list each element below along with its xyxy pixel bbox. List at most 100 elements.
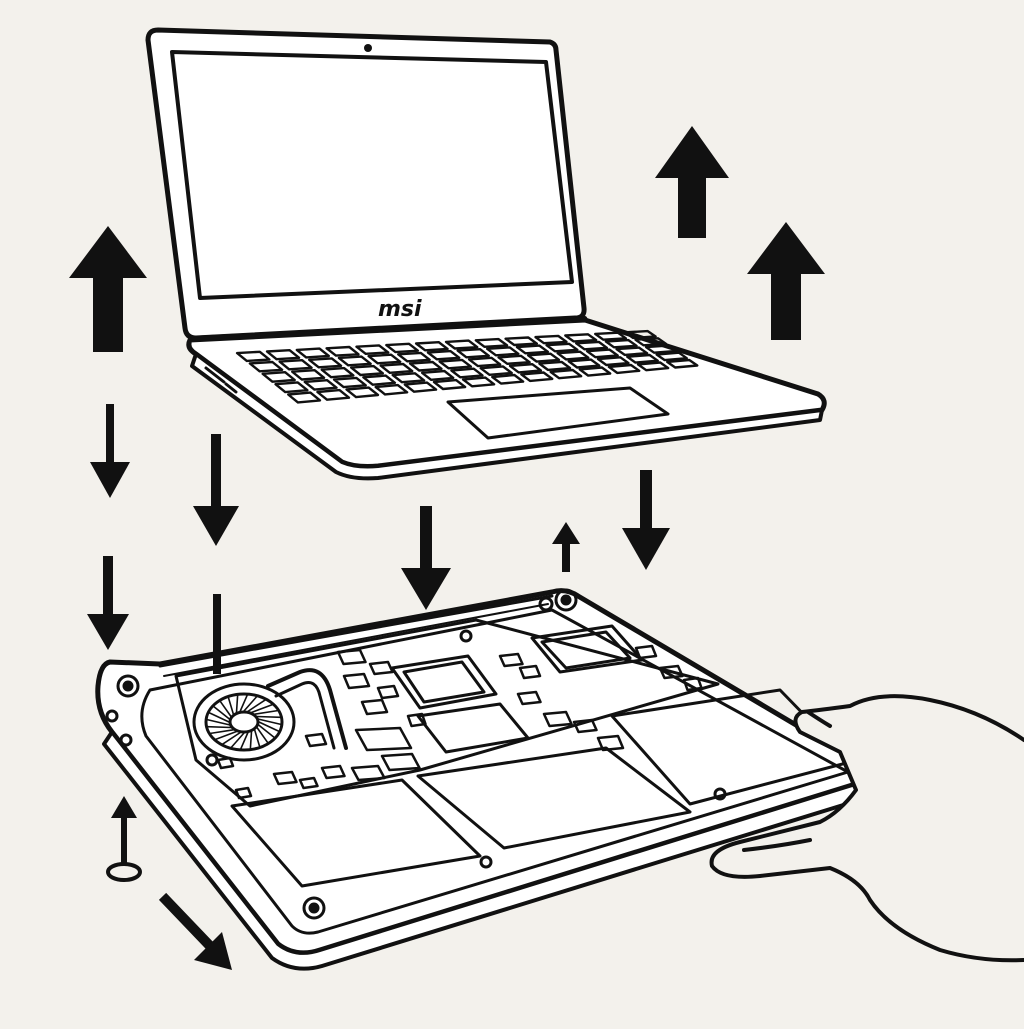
fan-blade	[249, 730, 253, 750]
fan-blade	[219, 700, 232, 718]
fan-blade	[256, 726, 269, 744]
down-arrow-head	[193, 506, 239, 546]
chip	[518, 664, 542, 680]
fan-blade	[227, 696, 235, 716]
keyboard-key	[350, 364, 384, 377]
keyboard-key	[534, 334, 568, 345]
keyboard-key	[545, 342, 579, 353]
down-arrow-shaft	[640, 470, 652, 528]
gpu-chip	[416, 702, 530, 754]
up-arrow-head	[747, 222, 825, 274]
keyboard-key	[486, 346, 520, 357]
keyboard-key	[578, 366, 612, 377]
screw-icon-shank	[121, 852, 127, 866]
chip	[634, 644, 658, 660]
chip	[572, 718, 598, 734]
keyboard-key	[479, 365, 513, 376]
keyboard-key	[538, 360, 572, 372]
up-arrow-shaft	[562, 544, 570, 572]
cooling-fan	[192, 682, 296, 762]
laptop-base-edge	[190, 352, 824, 481]
side-port	[119, 733, 133, 747]
screw	[302, 896, 326, 920]
keyboard-key	[367, 353, 402, 365]
up-arrow-shaft	[771, 274, 801, 340]
keyboard-key	[564, 333, 598, 343]
keyboard-key	[391, 372, 426, 384]
chip	[272, 770, 298, 786]
brand-logo: msi	[378, 297, 422, 322]
motherboard-area	[174, 618, 720, 808]
fan-blade	[258, 721, 280, 733]
fan-blade	[257, 724, 276, 739]
heat-pipe	[266, 668, 348, 750]
chip	[342, 672, 371, 690]
chip	[304, 732, 328, 748]
fan-blade	[208, 711, 230, 723]
keyboard-key	[320, 366, 355, 379]
fan-blade	[243, 695, 258, 712]
keyboard-key	[385, 342, 420, 354]
fan-blade	[250, 703, 274, 714]
laptop-screen	[170, 50, 574, 300]
webcam-icon	[364, 44, 372, 52]
fan-blade	[206, 718, 231, 726]
fan-blade	[256, 715, 282, 719]
keyboard-key	[432, 378, 467, 391]
chip	[380, 752, 421, 772]
keyboard	[235, 329, 699, 404]
keyboard-key	[345, 386, 380, 399]
keyboard-key	[497, 354, 531, 365]
chip	[498, 652, 524, 668]
ram-module	[530, 624, 644, 674]
side-port	[224, 382, 238, 394]
chip	[320, 764, 346, 780]
down-arrow-head	[401, 568, 451, 610]
keyboard-key	[274, 381, 309, 394]
mounting-screws	[116, 588, 727, 920]
fan-blade	[253, 709, 279, 716]
small-components	[216, 644, 703, 800]
down-arrow-shaft	[420, 506, 432, 568]
side-port	[105, 709, 119, 723]
keyboard-key	[575, 340, 609, 351]
laptop-upper-assembly: msi	[145, 27, 827, 481]
up-arrow-head	[69, 226, 147, 278]
laptop-bottom-chassis	[95, 588, 870, 971]
up-arrow-shaft	[93, 278, 123, 352]
keyboard-key	[556, 350, 590, 361]
hand	[709, 694, 1024, 963]
keyboard-key	[526, 352, 561, 363]
up-arrow-shaft	[678, 178, 706, 238]
down-arrow-head	[87, 614, 129, 650]
ribbon-connector	[163, 603, 549, 677]
fan-blade	[253, 728, 261, 748]
up-arrow-head	[111, 796, 137, 818]
keyboard-key	[414, 341, 449, 352]
keyboard-key	[291, 369, 326, 381]
fan-blade	[239, 694, 249, 713]
keyboard-key	[491, 373, 525, 385]
chip	[360, 698, 389, 716]
down-arrow-shaft	[106, 404, 114, 462]
fan-blade	[239, 731, 249, 750]
keyboard-key	[549, 368, 583, 380]
chip	[682, 676, 703, 692]
chip	[368, 660, 394, 676]
battery-compartment-left	[230, 778, 482, 888]
keyboard-key	[644, 344, 678, 354]
hand-finger	[806, 710, 832, 728]
chip	[350, 764, 386, 782]
keyboard-key	[374, 383, 409, 396]
chip	[658, 664, 684, 680]
keyboard-key	[636, 361, 670, 372]
fan-blade	[209, 728, 235, 735]
chip	[354, 726, 413, 752]
diagonal-arrow-shaft	[158, 892, 218, 954]
keyboard-key	[596, 356, 630, 367]
keyboard-key	[666, 358, 699, 369]
motion-arrows	[69, 126, 825, 970]
keyboard-key	[303, 379, 338, 391]
keyboard-key	[520, 371, 554, 383]
